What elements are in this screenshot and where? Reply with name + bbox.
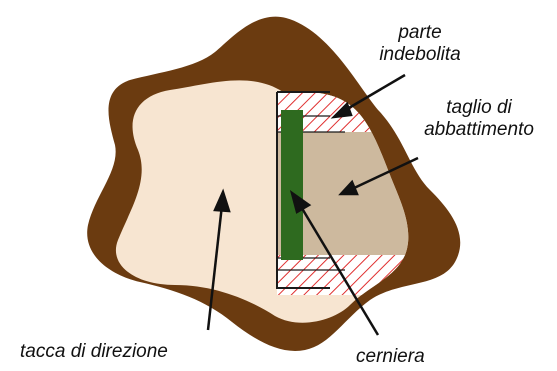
- label-felling-cut-line2: abbattimento: [404, 119, 554, 141]
- hinge-bar: [281, 110, 303, 260]
- label-weakened-part: parte indebolita: [360, 22, 480, 66]
- label-hinge: cerniera: [356, 346, 425, 368]
- label-felling-cut: taglio di abbattimento: [404, 97, 554, 141]
- label-weakened-part-line2: indebolita: [360, 44, 480, 66]
- label-felling-cut-line1: taglio di: [404, 97, 554, 119]
- label-weakened-part-line1: parte: [360, 22, 480, 44]
- label-direction-notch: tacca di direzione: [20, 341, 168, 363]
